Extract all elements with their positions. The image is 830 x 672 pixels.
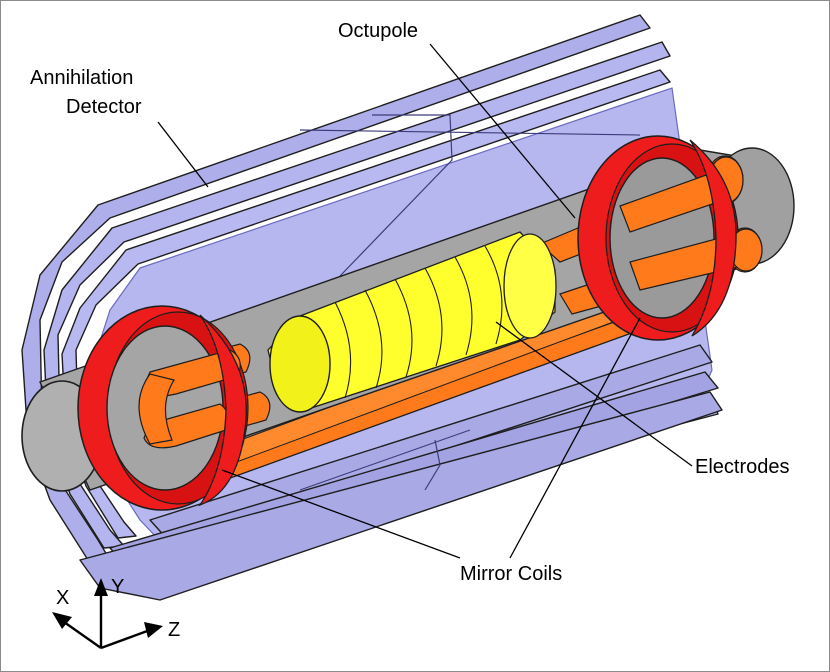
axis-z-label: Z <box>168 619 180 641</box>
left-mirror-coil-front-edge <box>198 314 247 507</box>
detector-seam-3 <box>424 439 441 491</box>
mirror-coils <box>77 135 763 511</box>
axis-x-arrowhead <box>52 612 72 629</box>
leader-octupole <box>429 43 576 219</box>
label-electrodes: Electrodes <box>695 456 790 478</box>
electrode-separator-2 <box>364 289 383 389</box>
detector-outer-layer <box>21 14 651 561</box>
electrode-separator-5 <box>454 256 473 356</box>
electrode-separator-6 <box>484 245 503 345</box>
electrode-stack-near-ring <box>269 315 331 413</box>
leader-mirror-coils-right <box>509 317 641 559</box>
coordinate-axes: X Y Z <box>52 576 180 650</box>
detector-bottom-plate <box>79 391 723 601</box>
labels: Annihilation Detector Octupole Electrode… <box>30 20 790 585</box>
label-detector: Detector <box>66 96 142 118</box>
electrode-separator-3 <box>394 278 413 378</box>
leader-annihilation-detector <box>157 121 209 188</box>
axis-y-label: Y <box>111 576 124 598</box>
axis-x-line <box>63 621 102 649</box>
detector-seam-1 <box>339 114 453 277</box>
label-mirror-coils: Mirror Coils <box>460 563 562 585</box>
label-annihilation: Annihilation <box>30 67 133 89</box>
axis-z-line <box>100 628 151 650</box>
axis-y-arrowhead <box>94 578 108 596</box>
electrode-stack-far-ring <box>503 233 557 339</box>
leader-lines <box>157 43 693 559</box>
axis-z-arrowhead <box>144 622 163 638</box>
left-coil-inner-tip <box>138 373 175 445</box>
detector-seam-2 <box>299 129 641 136</box>
leader-electrodes <box>495 321 693 467</box>
axis-x-label: X <box>56 587 69 609</box>
label-octupole: Octupole <box>338 20 418 42</box>
leader-mirror-coils-left <box>221 469 461 559</box>
electrode-separator-1 <box>334 301 352 399</box>
right-mirror-coil-front-edge <box>689 139 737 337</box>
electrode-separator-4 <box>424 267 443 367</box>
detector-seam-4 <box>299 429 471 491</box>
